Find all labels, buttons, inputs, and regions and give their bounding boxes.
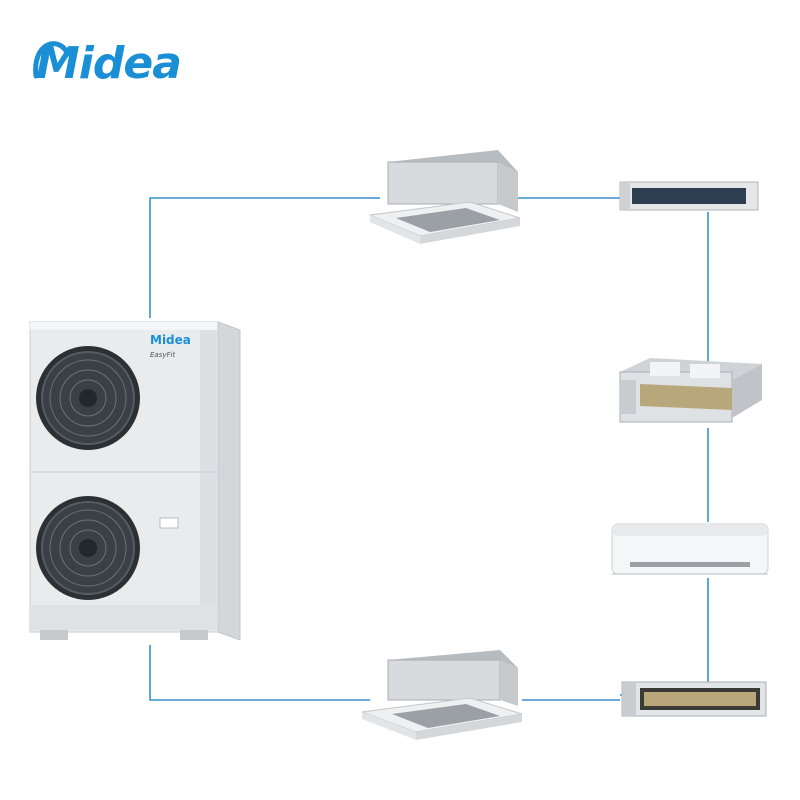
midea-logo-icon: Midea bbox=[33, 38, 182, 89]
brand-logo-text: Midea bbox=[36, 38, 181, 89]
pipe-outdoor-to-cassette-bottom bbox=[149, 645, 370, 701]
outdoor-unit-model-label: EasyFit bbox=[150, 351, 175, 359]
outdoor-unit-brand-label: Midea bbox=[150, 333, 191, 347]
medium-duct-icon bbox=[619, 358, 762, 423]
fan-bottom-icon bbox=[36, 496, 140, 600]
ceiling-cassette-bottom-icon bbox=[361, 650, 523, 740]
pipe-outdoor-to-cassette-top bbox=[149, 197, 380, 318]
slim-duct-icon bbox=[619, 181, 759, 211]
fan-top-icon bbox=[36, 346, 140, 450]
wall-split-icon bbox=[611, 523, 769, 575]
pipe-riser-3b bbox=[620, 578, 709, 696]
ceiling-cassette-top-icon bbox=[368, 150, 521, 244]
duct-bottom-icon bbox=[621, 681, 767, 717]
outdoor-unit: Midea EasyFit bbox=[29, 321, 241, 641]
